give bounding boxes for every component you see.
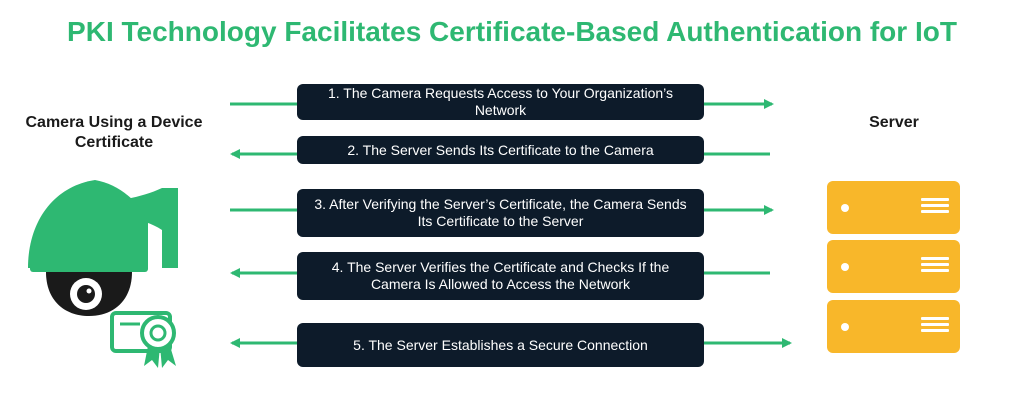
server-led-icon [841,263,849,271]
step-4-text: 4. The Server Verifies the Certificate a… [331,259,670,292]
step-5-box: 5. The Server Establishes a Secure Conne… [297,323,704,367]
step-1-box: 1. The Camera Requests Access to Your Or… [297,84,704,120]
server-unit [827,181,960,234]
server-led-icon [841,204,849,212]
server-led-icon [841,323,849,331]
server-vent-icon [921,198,949,218]
camera-label: Camera Using a Device Certificate [25,114,203,151]
server-vent-icon [921,317,949,337]
step-3-box: 3. After Verifying the Server’s Certific… [297,189,704,237]
step-2-box: 2. The Server Sends Its Certificate to t… [297,136,704,164]
security-camera-icon [28,180,178,316]
server-label: Server [869,114,919,131]
step-5-text: 5. The Server Establishes a Secure Conne… [353,336,648,353]
server-unit [827,240,960,293]
step-2-text: 2. The Server Sends Its Certificate to t… [347,141,654,158]
step-4-box: 4. The Server Verifies the Certificate a… [297,252,704,300]
server-vent-icon [921,257,949,277]
diagram-title: PKI Technology Facilitates Certificate-B… [67,16,957,47]
step-1-text: 1. The Camera Requests Access to Your Or… [327,85,673,118]
step-3-text: 3. After Verifying the Server’s Certific… [314,196,687,229]
server-unit [827,300,960,353]
certificate-icon [110,311,176,368]
